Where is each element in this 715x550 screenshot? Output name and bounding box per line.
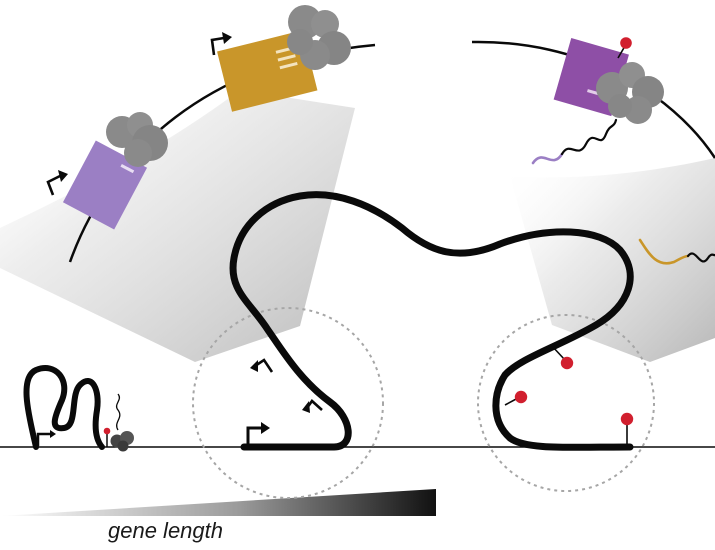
ribosome-icon (596, 62, 664, 124)
ribosome-icon (110, 431, 134, 452)
gene-length-gradient-wedge (0, 489, 436, 516)
zoom-inset-left (46, 5, 376, 263)
callout-circle-right (477, 314, 655, 492)
long-gene-strand (229, 191, 634, 451)
gene-box-purple (62, 140, 148, 230)
transcript-gold (638, 238, 690, 265)
methyl-mark-icon (620, 37, 632, 49)
zoom-fan-left (0, 90, 355, 362)
promoter-arrows-left-callout (246, 358, 323, 446)
promoter-arrow-icon (246, 426, 262, 446)
gene-length-caption: gene length (108, 518, 223, 543)
zoom-inset-right (471, 37, 715, 265)
promoter-arrow-icon (36, 432, 50, 446)
ribosome-icon (106, 112, 168, 167)
methyl-mark-icon (103, 427, 111, 435)
zoom-fan-right (510, 158, 715, 362)
methyl-marks-right-callout (504, 345, 634, 447)
transcript-purple (531, 152, 564, 165)
callout-circle-left (192, 307, 384, 499)
methyl-mark-icon (514, 390, 528, 404)
promoter-arrow-icon (46, 174, 61, 196)
ribosome-icon (287, 5, 351, 70)
methyl-mark-icon (620, 412, 634, 426)
short-gene (23, 365, 134, 452)
methyl-mark-icon (560, 356, 574, 370)
promoter-arrow-icon (210, 36, 225, 56)
